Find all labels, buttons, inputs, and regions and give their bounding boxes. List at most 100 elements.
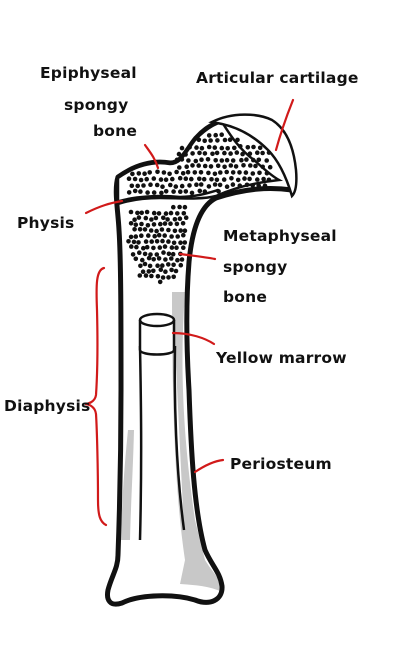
spongy-dot bbox=[157, 245, 163, 250]
spongy-dot bbox=[153, 215, 159, 221]
spongy-dot bbox=[253, 163, 258, 169]
spongy-dot bbox=[168, 221, 173, 226]
spongy-dot bbox=[160, 238, 165, 244]
spongy-dot bbox=[250, 171, 256, 176]
spongy-dot bbox=[185, 169, 191, 175]
spongy-dot bbox=[198, 182, 204, 187]
spongy-dot bbox=[162, 233, 167, 238]
spongy-dot bbox=[142, 227, 148, 232]
spongy-dot bbox=[177, 165, 182, 170]
spongy-dot bbox=[189, 190, 195, 196]
spongy-dot bbox=[213, 158, 218, 163]
spongy-dot bbox=[180, 221, 186, 226]
spongy-dot bbox=[170, 251, 176, 257]
spongy-dot bbox=[158, 267, 164, 273]
spongy-dot bbox=[224, 184, 230, 189]
spongy-dot bbox=[171, 189, 176, 194]
spongy-dot bbox=[136, 215, 142, 220]
spongy-dot bbox=[152, 233, 157, 239]
spongy-dot bbox=[248, 163, 253, 168]
label-yellow-marrow: Yellow marrow bbox=[215, 349, 347, 367]
spongy-dot bbox=[196, 163, 201, 168]
spongy-dot bbox=[146, 233, 151, 238]
spongy-dot bbox=[149, 239, 154, 244]
articular-cartilage-cap bbox=[208, 113, 298, 199]
spongy-dot bbox=[174, 169, 179, 175]
spongy-dot bbox=[126, 176, 132, 181]
spongy-dot bbox=[154, 252, 160, 257]
spongy-dot bbox=[183, 189, 189, 194]
spongy-dot bbox=[234, 150, 240, 155]
shaft-inner-shadow-left bbox=[121, 430, 134, 540]
spongy-dot bbox=[163, 211, 169, 216]
spongy-dot bbox=[247, 151, 253, 156]
spongy-dot bbox=[145, 223, 151, 228]
spongy-dot bbox=[144, 176, 149, 182]
spongy-dot bbox=[227, 137, 233, 142]
spongy-dot bbox=[166, 239, 171, 244]
leader-articular bbox=[274, 98, 295, 152]
spongy-dot bbox=[197, 188, 203, 194]
spongy-dot bbox=[237, 183, 243, 188]
spongy-dot bbox=[151, 190, 157, 195]
spongy-dot bbox=[177, 216, 183, 221]
spongy-dot bbox=[205, 157, 211, 162]
spongy-dot bbox=[198, 170, 204, 175]
spongy-dot bbox=[142, 261, 148, 267]
spongy-dot bbox=[254, 150, 260, 155]
label-epiphyseal-3: bone bbox=[93, 122, 137, 140]
spongy-dot bbox=[219, 145, 225, 151]
leader-physis bbox=[84, 199, 124, 215]
spongy-dot bbox=[175, 211, 180, 216]
leader-metaphyseal bbox=[178, 252, 217, 261]
spongy-dot bbox=[146, 255, 152, 261]
spongy-dot bbox=[155, 274, 161, 279]
spongy-dot bbox=[194, 182, 199, 187]
spongy-dot bbox=[202, 138, 207, 144]
spongy-dot bbox=[151, 210, 157, 216]
spongy-dot bbox=[222, 164, 227, 170]
spongy-dot bbox=[140, 257, 145, 263]
label-physis: Physis bbox=[17, 214, 74, 232]
spongy-dot bbox=[161, 170, 167, 175]
spongy-dot bbox=[178, 262, 184, 268]
diaphysis-brace bbox=[84, 266, 108, 527]
spongy-dot bbox=[146, 269, 152, 274]
spongy-dot bbox=[256, 157, 262, 163]
spongy-dot bbox=[130, 252, 136, 257]
spongy-dot bbox=[214, 150, 220, 156]
spongy-dot bbox=[130, 171, 135, 177]
spongy-dot bbox=[129, 183, 135, 189]
spongy-dot bbox=[143, 239, 149, 244]
spongy-dot bbox=[140, 269, 146, 275]
spongy-dot bbox=[189, 176, 194, 182]
spongy-dot bbox=[215, 163, 221, 169]
spongy-dot bbox=[158, 177, 164, 182]
spongy-dot bbox=[166, 227, 171, 233]
spongy-dot bbox=[174, 245, 179, 250]
spongy-dot bbox=[201, 176, 207, 182]
spongy-dot bbox=[228, 151, 233, 156]
spongy-dot bbox=[238, 144, 243, 149]
spongy-dot bbox=[132, 217, 137, 222]
spongy-dot bbox=[219, 132, 224, 137]
spongy-dot bbox=[143, 215, 149, 221]
spongy-dot bbox=[179, 183, 185, 189]
spongy-dot bbox=[182, 228, 188, 233]
spongy-dot bbox=[251, 157, 256, 163]
spongy-dot bbox=[133, 256, 139, 262]
spongy-dot bbox=[196, 137, 202, 143]
spongy-dot bbox=[133, 222, 139, 227]
spongy-dot bbox=[241, 163, 246, 168]
spongy-dot bbox=[143, 273, 149, 278]
spongy-dot bbox=[233, 164, 239, 169]
spongy-dot bbox=[181, 245, 186, 250]
spongy-dot bbox=[244, 182, 250, 188]
spongy-dot bbox=[160, 275, 166, 280]
spongy-dot bbox=[178, 228, 183, 233]
spongy-dot bbox=[224, 169, 229, 175]
spongy-dot bbox=[190, 163, 195, 168]
spongy-dot bbox=[222, 150, 227, 156]
spongy-dot bbox=[139, 221, 144, 227]
